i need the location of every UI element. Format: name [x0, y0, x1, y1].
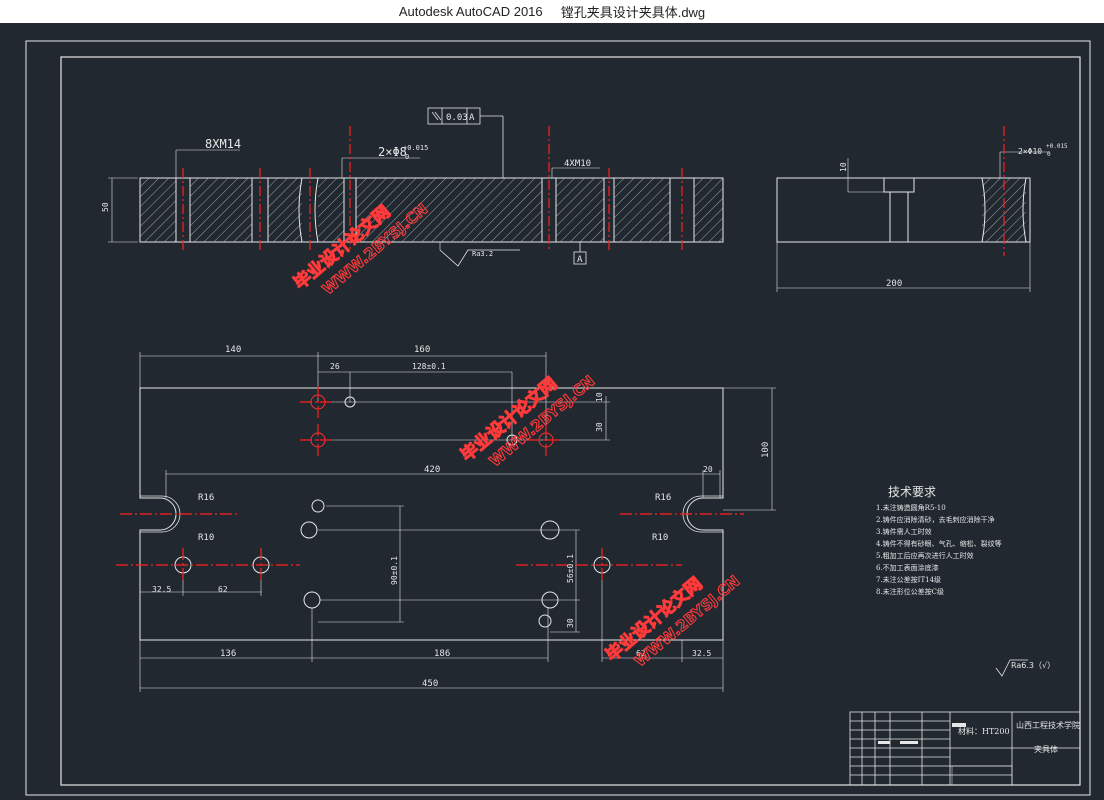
front-roughness: Ra3.2 [472, 250, 493, 258]
front-label-holes: 8XM14 [205, 137, 241, 151]
dim-32-5: 32.5 [152, 585, 171, 594]
tech-item-7: 7.未注公差按IT14级 [876, 575, 941, 584]
front-label-pins: 2×Φ8 [378, 145, 407, 159]
title-block [849, 711, 1081, 786]
side-pin-tol-upper: +0.015 [1046, 143, 1068, 150]
title-school: 山西工程技术学院 [1016, 720, 1080, 730]
title-material: 材料：HT200 [958, 726, 1010, 736]
front-view [108, 107, 724, 267]
dim-26: 26 [330, 362, 340, 371]
top-view-centerlines [116, 386, 744, 582]
dim-30a: 30 [595, 422, 604, 432]
tech-item-2: 2.铸件应消除清砂，去毛刺应消除干净 [876, 515, 995, 524]
roughness-note-text: Ra6.3（√） [1011, 661, 1055, 670]
tech-item-5: 5.粗加工后应再次进行人工时效 [876, 551, 974, 560]
dim-56: 56±0.1 [566, 554, 575, 583]
dim-450: 450 [422, 679, 438, 689]
dim-32-5-right: 32.5 [692, 649, 711, 658]
side-dim-width: 200 [886, 279, 902, 289]
tech-item-8: 8.未注形位公差按C级 [876, 587, 944, 596]
dim-136: 136 [220, 649, 236, 659]
radius-r10-left: R10 [198, 533, 214, 543]
app-name: Autodesk AutoCAD 2016 [398, 4, 543, 19]
roughness-note: Ra6.3（√） [995, 659, 1055, 677]
front-pin-tol-upper: +0.015 [403, 144, 428, 152]
dim-100: 100 [761, 442, 771, 458]
inner-border [60, 56, 1081, 786]
top-view [139, 352, 776, 692]
front-label-threads: 4XM10 [564, 159, 591, 169]
tech-requirements: 技术要求 1.未注铸造圆角R5-10 2.铸件应消除清砂，去毛刺应消除干净 3.… [876, 485, 1002, 596]
dim-160: 160 [414, 345, 430, 355]
file-name: 镗孔夹具设计夹具体.dwg [560, 5, 706, 20]
side-dim-depth: 10 [839, 162, 848, 172]
parallelism-datum: A [469, 113, 475, 123]
dim-186: 186 [434, 649, 450, 659]
tech-title: 技术要求 [888, 485, 936, 499]
tech-item-6: 6.不加工表面涂底漆 [876, 563, 939, 572]
title-bar: Autodesk AutoCAD 2016 镗孔夹具设计夹具体.dwg [0, 0, 1104, 23]
outer-border [25, 40, 1091, 796]
cad-drawing: 8XM14 2×Φ8 +0.015 0 4XM10 50 0.03 A A Ra… [25, 40, 1091, 796]
drawing-canvas[interactable]: 8XM14 2×Φ8 +0.015 0 4XM10 50 0.03 A A Ra… [0, 23, 1104, 800]
tech-item-4: 4.铸件不得有砂眼、气孔、缩松、裂纹等 [876, 539, 1002, 548]
title-spacer [543, 4, 561, 19]
front-dim-height: 50 [101, 202, 110, 212]
dim-62-right: 62 [636, 649, 646, 658]
tech-item-3: 3.铸件需人工时效 [876, 527, 932, 536]
radius-r10-right: R10 [652, 533, 668, 543]
dim-420: 420 [424, 465, 440, 475]
tech-item-1: 1.未注铸造圆角R5-10 [876, 503, 946, 512]
dim-128: 128±0.1 [412, 362, 446, 371]
dim-140: 140 [225, 345, 241, 355]
parallelism-value: 0.03 [446, 113, 468, 123]
front-pin-tol-lower: 0 [405, 153, 409, 161]
side-pin-tol-lower: 0 [1047, 151, 1051, 158]
dim-62-left: 62 [218, 585, 228, 594]
front-view-centerlines [182, 126, 683, 252]
dim-10: 10 [595, 392, 604, 402]
radius-r16-left: R16 [198, 493, 214, 503]
watermarks: 毕业设计论文网 WWW.2BYSJ.CN 毕业设计论文网 WWW.2BYSJ.C… [289, 199, 744, 671]
dim-30b: 30 [566, 618, 575, 628]
title-part-name: 夹具体 [1034, 744, 1058, 754]
datum-label: A [577, 255, 583, 265]
side-label-pin: 2×Φ10 [1018, 147, 1042, 156]
dim-20: 20 [703, 465, 713, 474]
radius-r16-right: R16 [655, 493, 671, 503]
side-view [776, 151, 1050, 292]
dim-90: 90±0.1 [390, 556, 399, 585]
